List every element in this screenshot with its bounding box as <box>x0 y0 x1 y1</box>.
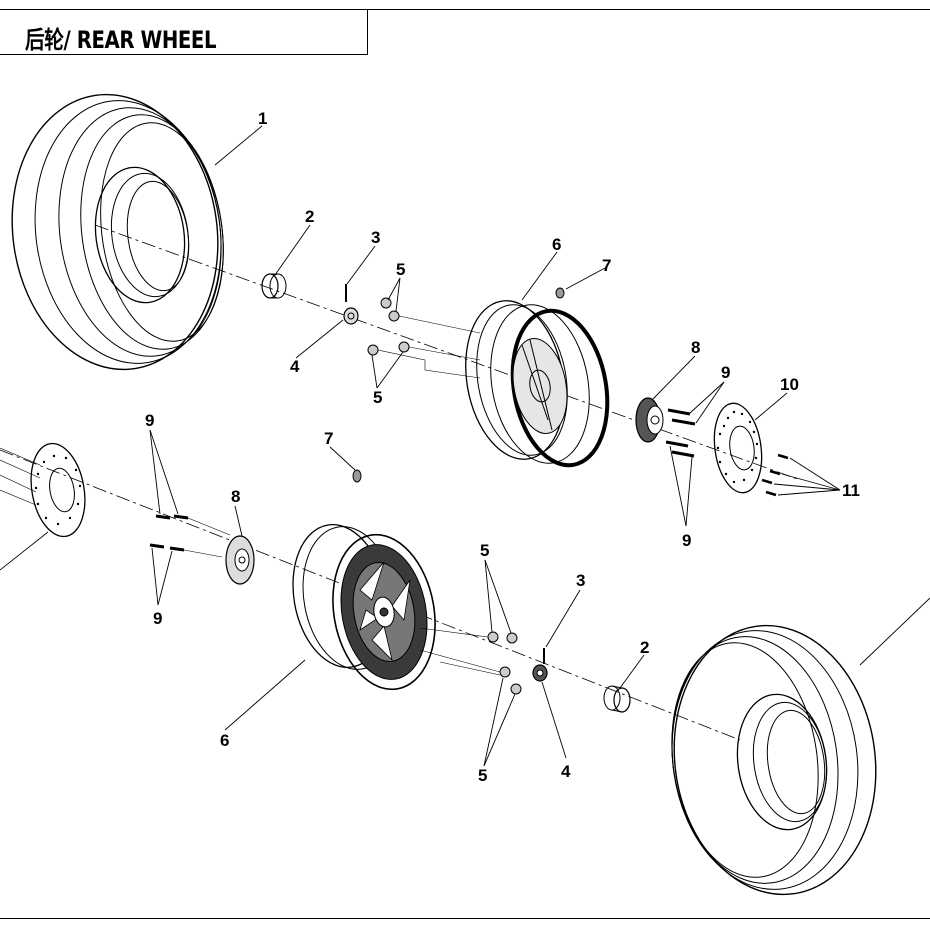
callout-disc-upper: 10 <box>780 375 799 394</box>
upper-lug-nuts <box>367 297 481 379</box>
callout-cap-lower: 2 <box>640 638 649 657</box>
callout-cotter-upper: 3 <box>371 228 380 247</box>
upper-brake-disc <box>713 402 763 494</box>
lower-wheel-cap <box>603 685 631 713</box>
lower-wheel-rim <box>292 523 436 691</box>
page-title: 后轮/ REAR WHEEL <box>25 26 217 54</box>
upper-axle-nut <box>343 307 359 325</box>
callout-bolt-upper: 11 <box>842 481 860 500</box>
callout-cap-upper: 2 <box>305 207 314 226</box>
callout-stud-upper-b: 9 <box>682 531 691 550</box>
lower-lug-nuts <box>419 627 522 695</box>
lower-valve-stem <box>352 469 362 483</box>
title-box: 后轮/ REAR WHEEL <box>0 9 368 55</box>
callout-labels: 1 2 3 4 5 5 6 7 8 9 9 10 11 9 9 8 7 6 5 … <box>145 109 860 785</box>
callout-stud-upper-a: 9 <box>721 363 730 382</box>
upper-wheel-studs <box>665 408 696 458</box>
callout-valve-lower: 7 <box>324 429 333 448</box>
callout-valve-upper: 7 <box>602 256 611 275</box>
upper-valve-stem <box>555 287 565 299</box>
frame-bottom-border <box>0 918 930 919</box>
lower-wheel-hub <box>225 535 255 585</box>
upper-tire <box>11 93 224 371</box>
callout-stud-lower-b: 9 <box>153 609 162 628</box>
callout-hub-lower: 8 <box>231 487 240 506</box>
lower-wheel-studs <box>149 514 231 558</box>
upper-wheel-hub <box>635 397 664 443</box>
callout-stud-lower-a: 9 <box>145 411 154 430</box>
lower-brake-disc <box>0 442 86 571</box>
callout-lugnut-lower-b: 5 <box>478 766 487 785</box>
callout-rim-upper: 6 <box>552 235 561 254</box>
upper-wheel-cap <box>261 273 287 299</box>
lower-tire <box>671 624 877 896</box>
callout-rim-lower: 6 <box>220 731 229 750</box>
lower-axle-nut <box>532 664 548 682</box>
leader-lines <box>149 125 930 767</box>
upper-wheel-rim <box>465 300 610 468</box>
callout-nut-upper: 4 <box>290 357 300 376</box>
callout-lugnut-upper-b: 5 <box>373 388 382 407</box>
callout-nut-lower: 4 <box>561 762 571 781</box>
frame-top-border <box>0 9 930 10</box>
callout-lugnut-upper-a: 5 <box>396 260 405 279</box>
upper-disc-bolts <box>761 453 789 497</box>
callout-lugnut-lower-a: 5 <box>480 541 489 560</box>
callout-tire-upper: 1 <box>258 109 267 128</box>
callout-cotter-lower: 3 <box>576 571 585 590</box>
callout-hub-upper: 8 <box>691 338 700 357</box>
